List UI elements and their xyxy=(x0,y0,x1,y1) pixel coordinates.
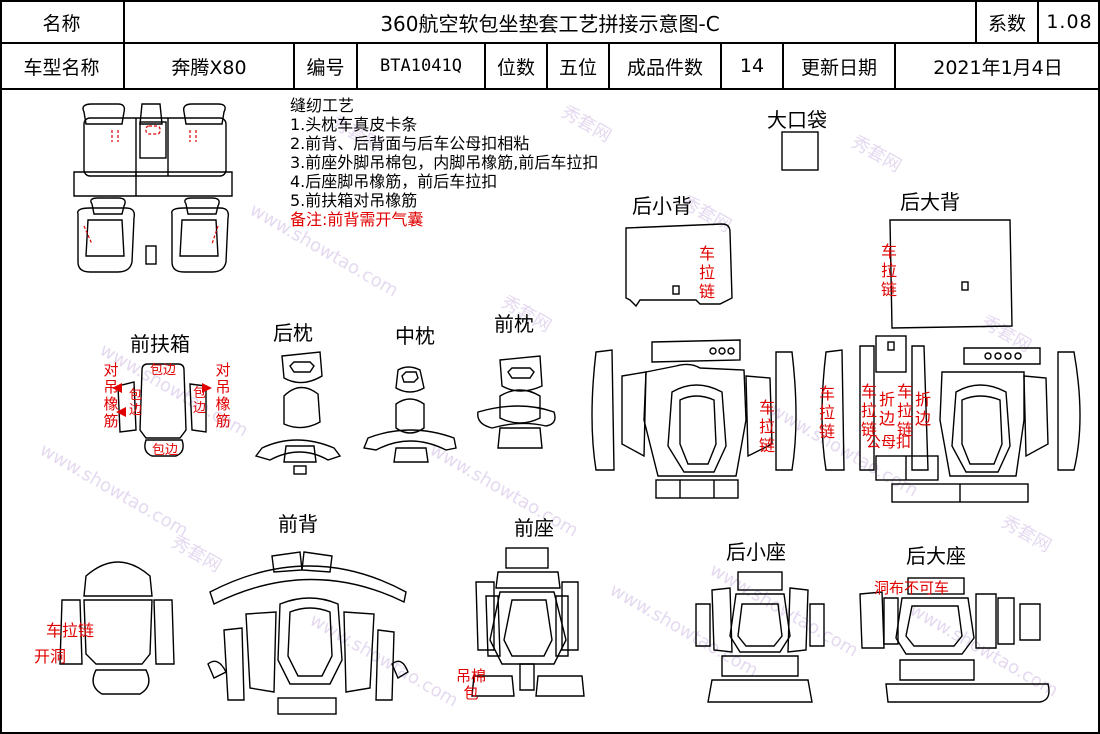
label-rear-big-back: 后大背 xyxy=(900,190,960,214)
model-value: 奔腾X80 xyxy=(125,44,295,88)
rear-small-back-parts xyxy=(591,223,797,499)
label-mid-pillow: 中枕 xyxy=(395,324,435,348)
annotation-hang-elastic-left: 对吊橡筋 xyxy=(103,361,119,430)
front-pillow-parts xyxy=(477,355,556,449)
notes-title: 缝纫工艺 xyxy=(290,96,355,115)
header-row-2: 车型名称 奔腾X80 编号 BTA1041Q 位数 五位 成品件数 14 更新日… xyxy=(0,44,1100,90)
annotation-fold-edge-1: 折边 xyxy=(878,390,895,428)
date-label: 更新日期 xyxy=(784,44,896,88)
label-front-pillow: 前枕 xyxy=(494,312,534,336)
label-front-seat: 前座 xyxy=(514,516,554,540)
pieces-value: 14 xyxy=(722,44,784,88)
front-armrest-parts xyxy=(112,363,212,457)
label-front-armrest: 前扶箱 xyxy=(130,332,190,356)
annotation-zipper-rear-big-back-right: 车拉链 xyxy=(896,382,913,439)
annotation-zipper-rear-big-back: 车拉链 xyxy=(880,242,897,299)
label-rear-pillow: 后枕 xyxy=(273,321,313,345)
front-back-parts xyxy=(59,551,409,715)
mid-pillow-parts xyxy=(363,366,457,463)
annotation-hang-cotton: 吊棉包 xyxy=(455,667,486,702)
label-front-back: 前背 xyxy=(278,512,318,536)
model-label: 车型名称 xyxy=(0,44,125,88)
rear-pillow-parts xyxy=(254,351,342,475)
date-value: 2021年1月4日 xyxy=(933,56,1063,79)
label-big-pocket: 大口袋 xyxy=(767,108,827,132)
annotation-zipper-rear-big-back-left: 车拉链 xyxy=(818,384,835,441)
annotation-zipper-front-back: 车拉链 xyxy=(46,621,95,640)
annotation-snap: 公母扣 xyxy=(866,433,912,451)
seat-overview-diagram xyxy=(73,103,233,273)
annotation-hole-no-seam: 洞布不可车 xyxy=(874,579,950,597)
pieces-label: 成品件数 xyxy=(610,44,722,88)
notes-item-5: 5.前扶箱对吊橡筋 xyxy=(290,191,418,210)
annotation-hang-elastic-right: 对吊橡筋 xyxy=(215,361,231,430)
notes-remark: 备注:前背需开气囊 xyxy=(290,210,424,229)
front-seat-parts xyxy=(471,547,585,697)
notes-item-4: 4.后座脚吊橡筋，前后车拉扣 xyxy=(290,172,498,191)
seats-label: 位数 xyxy=(486,44,548,88)
coefficient-value: 1.08 xyxy=(1046,11,1093,33)
annotation-binding-bottom: 包边 xyxy=(152,443,179,458)
annotation-fold-edge-2: 折边 xyxy=(914,390,931,428)
annotation-zipper-rear-big-back-mid: 车拉链 xyxy=(860,382,877,439)
annotation-open-hole: 开洞 xyxy=(34,647,67,666)
notes-item-1: 1.头枕车真皮卡条 xyxy=(290,115,418,134)
code-label: 编号 xyxy=(295,44,358,88)
annotation-binding-left: 包边 xyxy=(128,388,142,418)
seats-value: 五位 xyxy=(548,44,610,88)
annotation-zipper-rear-small-back: 车拉链 xyxy=(698,244,715,301)
name-label: 名称 xyxy=(0,2,125,42)
header-row-1: 名称 360航空软包坐垫套工艺拼接示意图-C 系数 1.08 xyxy=(0,0,1100,44)
label-rear-big-seat: 后大座 xyxy=(906,544,966,568)
rear-big-seat-parts xyxy=(859,577,1050,703)
annotation-zipper-rear-small-back-side: 车拉链 xyxy=(758,398,775,455)
big-pocket-piece xyxy=(781,131,819,171)
sewing-notes: 缝纫工艺 1.头枕车真皮卡条 2.前背、后背面与后车公母扣相粘 3.前座外脚吊棉… xyxy=(290,96,598,229)
label-rear-small-seat: 后小座 xyxy=(726,540,786,564)
rear-big-back-parts xyxy=(821,219,1081,503)
rear-small-seat-parts xyxy=(695,571,825,703)
notes-item-2: 2.前背、后背面与后车公母扣相粘 xyxy=(290,134,530,153)
label-rear-small-back: 后小背 xyxy=(632,194,692,218)
page-title: 360航空软包坐垫套工艺拼接示意图-C xyxy=(125,2,977,42)
code-value: BTA1041Q xyxy=(358,44,486,88)
annotation-binding-right: 包边 xyxy=(192,386,206,416)
coefficient-label: 系数 xyxy=(977,2,1039,42)
notes-item-3: 3.前座外脚吊棉包，内脚吊橡筋,前后车拉扣 xyxy=(290,153,599,172)
annotation-binding-top: 包边 xyxy=(150,363,177,378)
